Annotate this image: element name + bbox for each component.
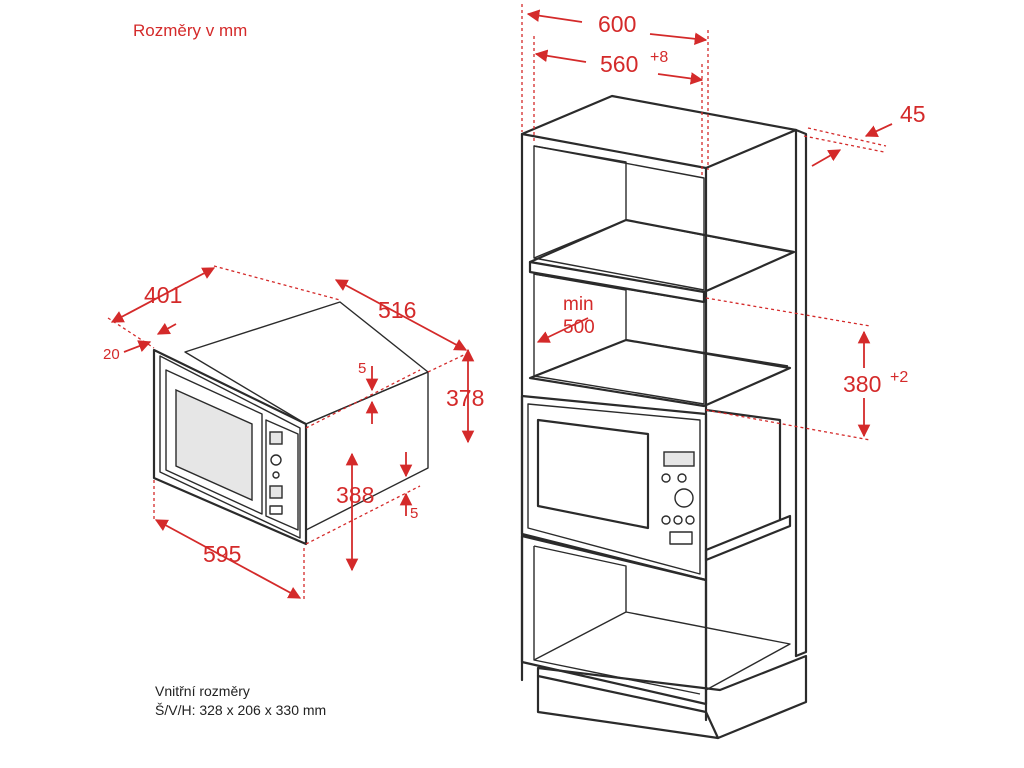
label-45: 45 [900, 101, 926, 127]
label-380: 380 [843, 371, 881, 397]
label-380-tolerance: +2 [890, 369, 908, 386]
shelf-1 [528, 218, 796, 294]
label-401: 401 [144, 282, 182, 308]
cabinet-plinth [536, 654, 808, 740]
built-in-display-icon [663, 451, 695, 467]
label-500: 500 [563, 317, 595, 338]
label-560: 560 [600, 51, 638, 77]
upper-compartment-front [533, 145, 705, 291]
shelf-2 [528, 338, 792, 408]
diagram-title: Rozměry v mm [133, 21, 248, 40]
built-in-microwave-window [536, 418, 650, 530]
tall-cabinet [520, 94, 808, 740]
inner-dimensions-heading: Vnitřní rozměry [155, 683, 250, 699]
inner-dimensions-values: Š/V/H: 328 x 206 x 330 mm [155, 702, 327, 718]
label-378: 378 [446, 385, 484, 411]
label-388: 388 [336, 482, 374, 508]
label-5-bottom: 5 [410, 505, 418, 522]
button-icon [269, 485, 283, 499]
label-min: min [563, 294, 594, 315]
microwave-dimensions [107, 265, 475, 600]
label-600: 600 [598, 11, 636, 37]
lower-compartment [520, 534, 708, 706]
microwave-door [165, 369, 263, 515]
microwave-dimension-labels: 401 516 20 378 5 388 5 595 [103, 282, 484, 567]
microwave-unit [152, 301, 429, 546]
microwave-window [175, 388, 253, 502]
cabinet-dimensions [521, 4, 893, 441]
label-560-tolerance: +8 [650, 49, 668, 66]
built-in-knob-icon [674, 488, 694, 508]
cabinet-top [520, 94, 798, 170]
middle-niche [533, 273, 705, 405]
built-in-microwave [520, 394, 708, 582]
knob-icon [270, 454, 282, 466]
display-icon [269, 431, 283, 445]
label-5-top: 5 [358, 360, 366, 377]
label-516: 516 [378, 297, 416, 323]
label-595: 595 [203, 541, 241, 567]
cabinet-dimension-labels: 600 560 +8 45 min 500 380 +2 [563, 11, 926, 397]
label-20: 20 [103, 346, 120, 363]
